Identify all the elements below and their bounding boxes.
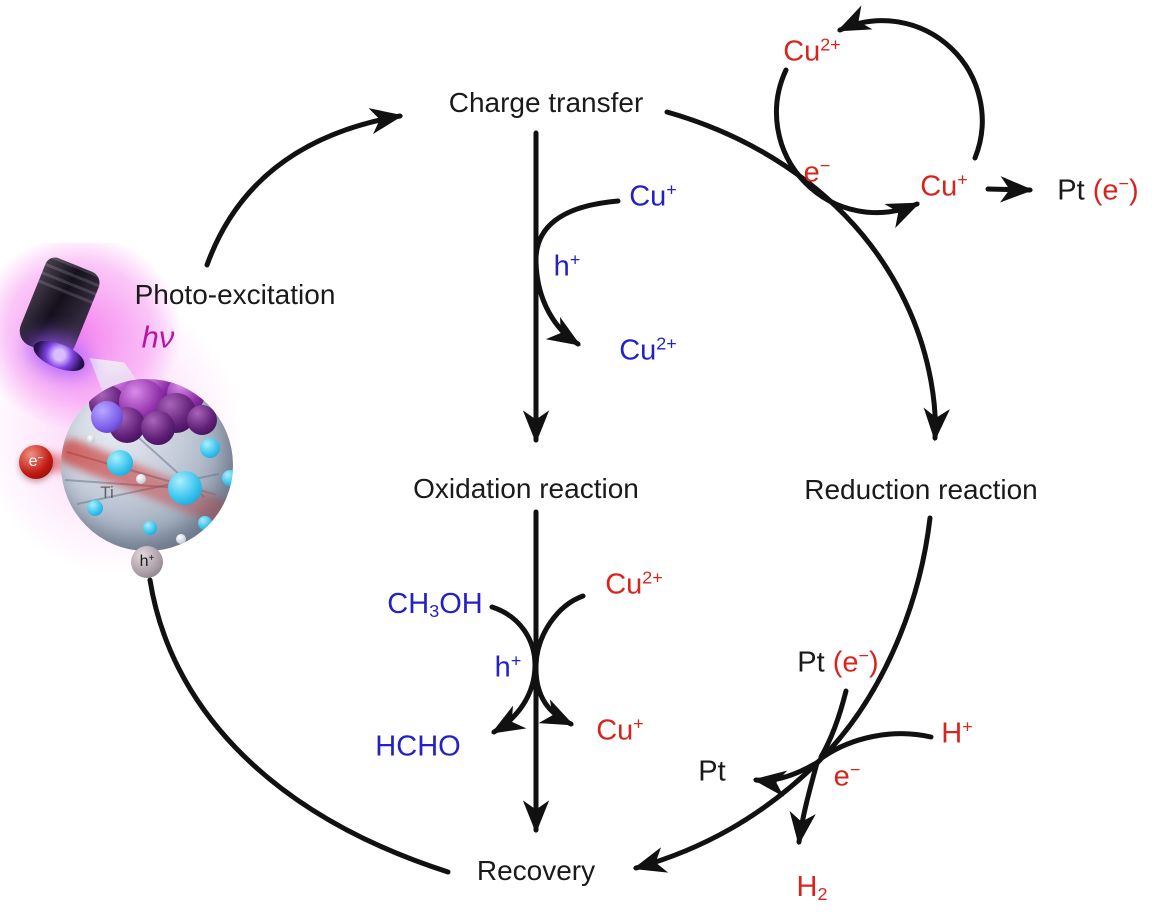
arrow-electron-to-h2 [789, 760, 820, 846]
arrow-photoexcitation-to-charge-transfer [204, 108, 404, 268]
label-ch3oh: CH3OH [387, 588, 483, 621]
copper-cycle-arc-right-top [837, 5, 985, 161]
copper-cycle-arc-left-bottom [774, 67, 921, 229]
label-h-plus-red: H+ [941, 716, 973, 750]
ti-atom [107, 450, 133, 476]
label-hv: hν [141, 319, 175, 355]
label-charge-transfer: Charge transfer [448, 87, 644, 118]
ti-atom [87, 500, 103, 516]
ti-atom [168, 471, 202, 505]
arc-hole-to-recovery [147, 577, 451, 875]
excited-atom [91, 401, 123, 433]
arrow-cu-plus-to-pt [985, 176, 1034, 203]
cu-cluster-atom [187, 405, 217, 435]
ti-label: Ti [100, 483, 114, 502]
label-pt-electron-top: Pt (e−) [1057, 173, 1139, 207]
arrow-charge-transfer-to-reduction [664, 109, 950, 442]
ti-atom [222, 470, 233, 486]
label-electron-red: e− [833, 759, 861, 793]
label-h-plus-ox: h+ [494, 650, 522, 684]
label-h-plus-blue: h+ [553, 249, 581, 283]
label-hcho: HCHO [375, 730, 461, 763]
label-recovery: Recovery [476, 855, 596, 886]
curve-cu2plus-to-cu-plus [533, 593, 586, 727]
ti-atom [198, 516, 212, 530]
label-h2: H2 [796, 871, 828, 904]
arrow-electron-to-pt [752, 759, 821, 797]
label-cu-2plus-ox: Cu2+ [605, 567, 663, 601]
arrow-reduction-to-recovery [632, 515, 933, 873]
label-oxidation-reaction: Oxidation reaction [413, 473, 639, 504]
label-cu-plus-cycle: Cu+ [920, 169, 968, 203]
label-cu-2plus-cycle: Cu2+ [783, 34, 841, 68]
label-electron-cycle: e− [803, 155, 831, 189]
label-pt-electron-red: Pt (e−) [797, 645, 879, 679]
catalyst-nanoparticle [61, 379, 233, 551]
label-photo-excitation: Photo-excitation [134, 279, 336, 310]
label-reduction-reaction: Reduction reaction [804, 474, 1038, 505]
label-pt: Pt [698, 755, 726, 788]
hole-ball: h+ [131, 546, 163, 578]
curve-h-plus-feed [820, 731, 934, 760]
electron-ball: e− [19, 445, 53, 479]
label-cu-plus-blue: Cu+ [629, 179, 677, 213]
label-cu-plus-ox: Cu+ [596, 713, 644, 747]
ti-atom [143, 521, 157, 535]
curve-cu-plus-hole-capture [533, 198, 621, 347]
cu-cluster-atom [141, 411, 175, 445]
photoexcitation-illustration: e− Ti h+ [0, 243, 290, 613]
label-cu-2plus-blue: Cu2+ [619, 333, 677, 367]
curve-pt-electron-feed [818, 688, 849, 760]
ti-atom [200, 438, 220, 458]
